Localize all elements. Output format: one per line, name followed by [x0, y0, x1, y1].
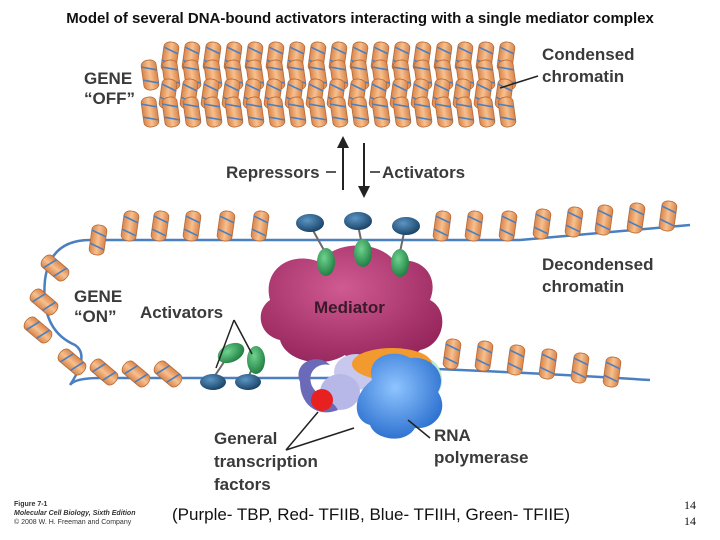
- nucleosome: [476, 96, 496, 128]
- decondensed-chromatin-line1: Decondensed: [542, 255, 653, 274]
- repressors-label: Repressors: [226, 163, 320, 182]
- nucleosome: [626, 202, 646, 234]
- nucleosome: [88, 224, 108, 256]
- nucleosome: [455, 96, 475, 128]
- nucleosome: [498, 210, 518, 242]
- nucleosome: [153, 360, 183, 388]
- nucleosome: [120, 210, 140, 242]
- nucleosome: [182, 96, 202, 128]
- nucleosome: [40, 254, 70, 282]
- condensed-chromatin-line1: Condensed: [542, 45, 635, 64]
- nucleosome: [497, 96, 517, 128]
- credit-figure: Figure 7-1: [14, 501, 48, 508]
- credit-copyright: © 2008 W. H. Freeman and Company: [14, 519, 132, 526]
- nucleosome: [506, 344, 526, 376]
- nucleosome: [140, 59, 160, 91]
- activators-left-label: Activators: [140, 303, 223, 322]
- gene-off-line1: GENE: [84, 69, 132, 88]
- rna-polymerase-line2: polymerase: [434, 448, 529, 467]
- gtf-line1: General: [214, 429, 277, 448]
- nucleosome: [140, 96, 160, 128]
- nucleosome: [434, 96, 454, 128]
- top-activators: [296, 212, 420, 277]
- nucleosome: [350, 96, 370, 128]
- gene-off-line2: “OFF”: [84, 89, 135, 108]
- gene-on-line2: “ON”: [74, 307, 117, 326]
- nucleosome: [23, 316, 53, 344]
- nucleosome: [658, 200, 678, 232]
- nucleosome: [57, 348, 87, 376]
- nucleosome: [371, 96, 391, 128]
- nucleosome: [150, 210, 170, 242]
- nucleosome: [392, 96, 412, 128]
- nucleosome: [329, 96, 349, 128]
- nucleosome: [564, 206, 584, 238]
- nucleosome: [532, 208, 552, 240]
- left-activators: [200, 342, 265, 390]
- nucleosome: [250, 210, 270, 242]
- nucleosome: [442, 338, 462, 370]
- nucleosome: [203, 96, 223, 128]
- nucleosome: [464, 210, 484, 242]
- tfiib-red: [311, 389, 333, 411]
- decondensed-chromatin-line2: chromatin: [542, 277, 624, 296]
- nucleosome: [538, 348, 558, 380]
- nucleosome: [287, 96, 307, 128]
- nucleosome: [89, 358, 119, 386]
- condensed-chromatin-line2: chromatin: [542, 67, 624, 86]
- nucleosome: [413, 96, 433, 128]
- nucleosome: [121, 360, 151, 388]
- gene-on-line1: GENE: [74, 287, 122, 306]
- nucleosome: [474, 340, 494, 372]
- figure-credit: Figure 7-1 Molecular Cell Biology, Sixth…: [14, 500, 135, 527]
- nucleosome: [308, 96, 328, 128]
- nucleosome: [570, 352, 590, 384]
- nucleosome: [29, 288, 59, 316]
- caption: (Purple- TBP, Red- TFIIB, Blue- TFIIH, G…: [172, 505, 571, 524]
- regulation-arrows: [326, 136, 380, 198]
- page-number: 14 14: [684, 497, 696, 529]
- nucleosome: [216, 210, 236, 242]
- nucleosome: [224, 96, 244, 128]
- activators-top-label: Activators: [382, 163, 465, 182]
- nucleosome: [245, 96, 265, 128]
- page-title: Model of several DNA-bound activators in…: [66, 10, 654, 27]
- tbp-purple: [298, 359, 338, 413]
- rna-polymerase: [356, 353, 443, 439]
- nucleosome: [266, 96, 286, 128]
- rna-polymerase-line1: RNA: [434, 426, 471, 445]
- nucleosome: [602, 356, 622, 388]
- page-number-line2: 14: [684, 514, 696, 528]
- gtf-line2: transcription: [214, 452, 318, 471]
- mediator-label: Mediator: [314, 298, 385, 317]
- nucleosome: [161, 96, 181, 128]
- nucleosome: [594, 204, 614, 236]
- page-number-line1: 14: [684, 498, 696, 512]
- gtf-line3: factors: [214, 475, 271, 494]
- nucleosome: [432, 210, 452, 242]
- credit-book: Molecular Cell Biology, Sixth Edition: [14, 510, 136, 517]
- condensed-chromatin-fiber: [140, 41, 517, 128]
- decondensed-chromatin-fiber: [23, 200, 691, 388]
- nucleosome: [182, 210, 202, 242]
- label-pointers: [215, 75, 539, 451]
